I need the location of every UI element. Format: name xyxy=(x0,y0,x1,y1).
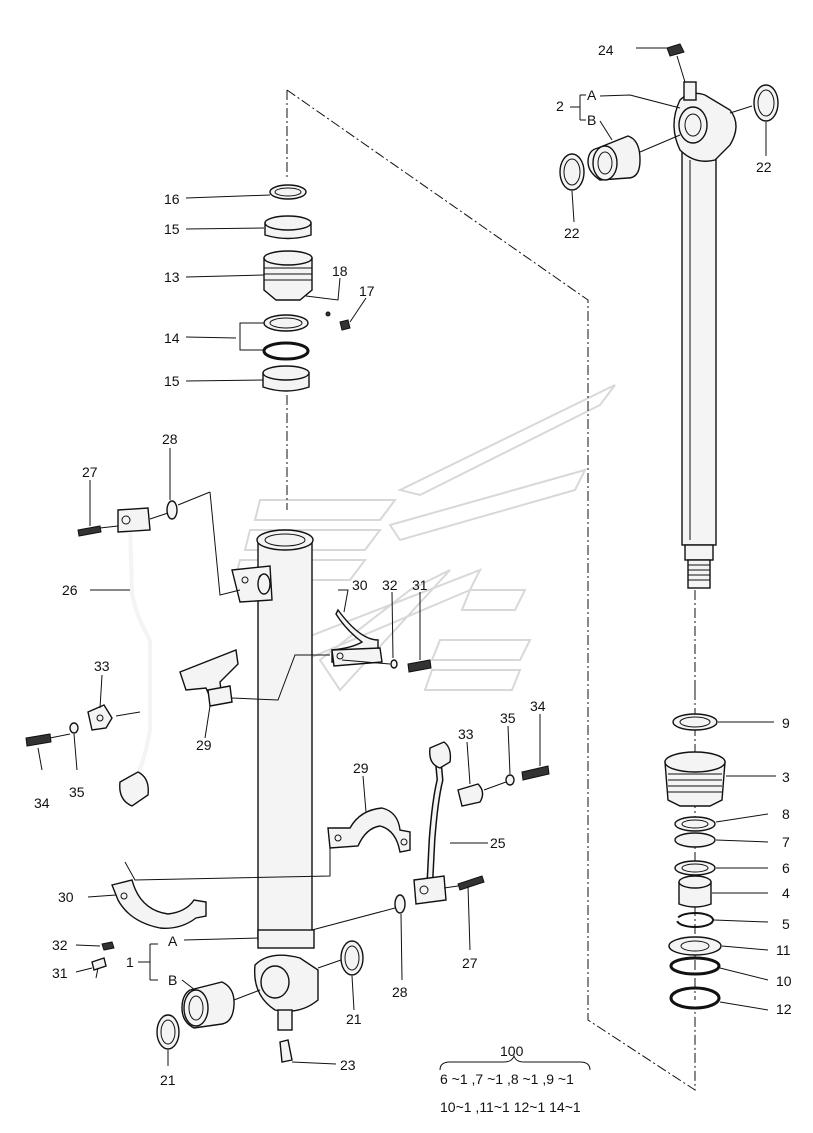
piston-rod xyxy=(666,43,737,589)
kit-brace xyxy=(439,1054,591,1071)
label-35-left: 35 xyxy=(69,784,85,800)
label-30-lower: 30 xyxy=(58,889,74,905)
clamp-30-lower xyxy=(91,879,207,979)
gland-stack xyxy=(664,713,726,1010)
label-16: 16 xyxy=(164,191,180,207)
label-15-upper: 15 xyxy=(164,221,180,237)
rod-bushing xyxy=(587,134,681,181)
label-2: 2 xyxy=(556,98,564,114)
label-15-lower: 15 xyxy=(164,373,180,389)
kit-line-1: 6 ~1 ,7 ~1 ,8 ~1 ,9 ~1 xyxy=(440,1071,574,1087)
label-9: 9 xyxy=(782,715,790,731)
label-6: 6 xyxy=(782,860,790,876)
label-27-lower: 27 xyxy=(462,955,478,971)
label-18: 18 xyxy=(332,263,348,279)
label-13: 13 xyxy=(164,269,180,285)
pipe-26 xyxy=(77,491,241,807)
kit-number: 100 xyxy=(500,1043,524,1059)
label-11: 11 xyxy=(776,942,791,958)
label-1a: A xyxy=(168,933,178,949)
kit-line-2: 10~1 ,11~1 12~1 14~1 xyxy=(440,1099,581,1115)
label-12: 12 xyxy=(776,1001,792,1017)
label-5: 5 xyxy=(782,916,790,932)
label-34-right: 34 xyxy=(530,698,546,714)
label-34-left: 34 xyxy=(34,795,50,811)
label-28-upper: 28 xyxy=(162,431,178,447)
label-35-right: 35 xyxy=(500,710,516,726)
leader-lines xyxy=(37,47,776,1066)
label-31-lower: 31 xyxy=(52,965,68,981)
label-22-right: 22 xyxy=(756,159,772,175)
label-32-lower: 32 xyxy=(52,937,68,953)
barrel-bushing xyxy=(181,981,261,1029)
label-4: 4 xyxy=(782,885,790,901)
pipe-25 xyxy=(311,741,550,931)
label-3: 3 xyxy=(782,769,790,785)
label-28-lower: 28 xyxy=(392,984,408,1000)
label-21-left: 21 xyxy=(160,1072,176,1088)
label-31-upper: 31 xyxy=(412,577,428,593)
label-22-left: 22 xyxy=(564,225,580,241)
clamp-30-upper xyxy=(331,608,432,673)
label-2b: B xyxy=(587,112,596,128)
label-8: 8 xyxy=(782,806,790,822)
label-1b: B xyxy=(168,972,177,988)
clamp-upper-left xyxy=(25,649,330,747)
part-number-labels: 24 2 A B 22 22 16 15 13 18 17 14 15 28 2… xyxy=(34,42,792,1115)
head-parts xyxy=(262,184,351,392)
label-27-upper: 27 xyxy=(82,464,98,480)
label-32-upper: 32 xyxy=(382,577,398,593)
label-21-right: 21 xyxy=(346,1011,362,1027)
label-33-upper: 33 xyxy=(94,658,110,674)
label-25: 25 xyxy=(490,835,506,851)
clamp-29-lower xyxy=(124,807,411,881)
label-26: 26 xyxy=(62,582,78,598)
label-30-upper: 30 xyxy=(352,577,368,593)
label-10: 10 xyxy=(776,973,792,989)
label-7: 7 xyxy=(782,834,790,850)
cylinder-barrel xyxy=(231,529,319,1063)
label-29-lower: 29 xyxy=(353,760,369,776)
label-23: 23 xyxy=(340,1057,356,1073)
label-2a: A xyxy=(587,87,597,103)
label-1: 1 xyxy=(126,954,134,970)
label-17: 17 xyxy=(359,283,375,299)
label-33-lower: 33 xyxy=(458,726,474,742)
label-29-upper: 29 xyxy=(196,737,212,753)
label-14: 14 xyxy=(164,330,180,346)
label-24: 24 xyxy=(598,42,614,58)
